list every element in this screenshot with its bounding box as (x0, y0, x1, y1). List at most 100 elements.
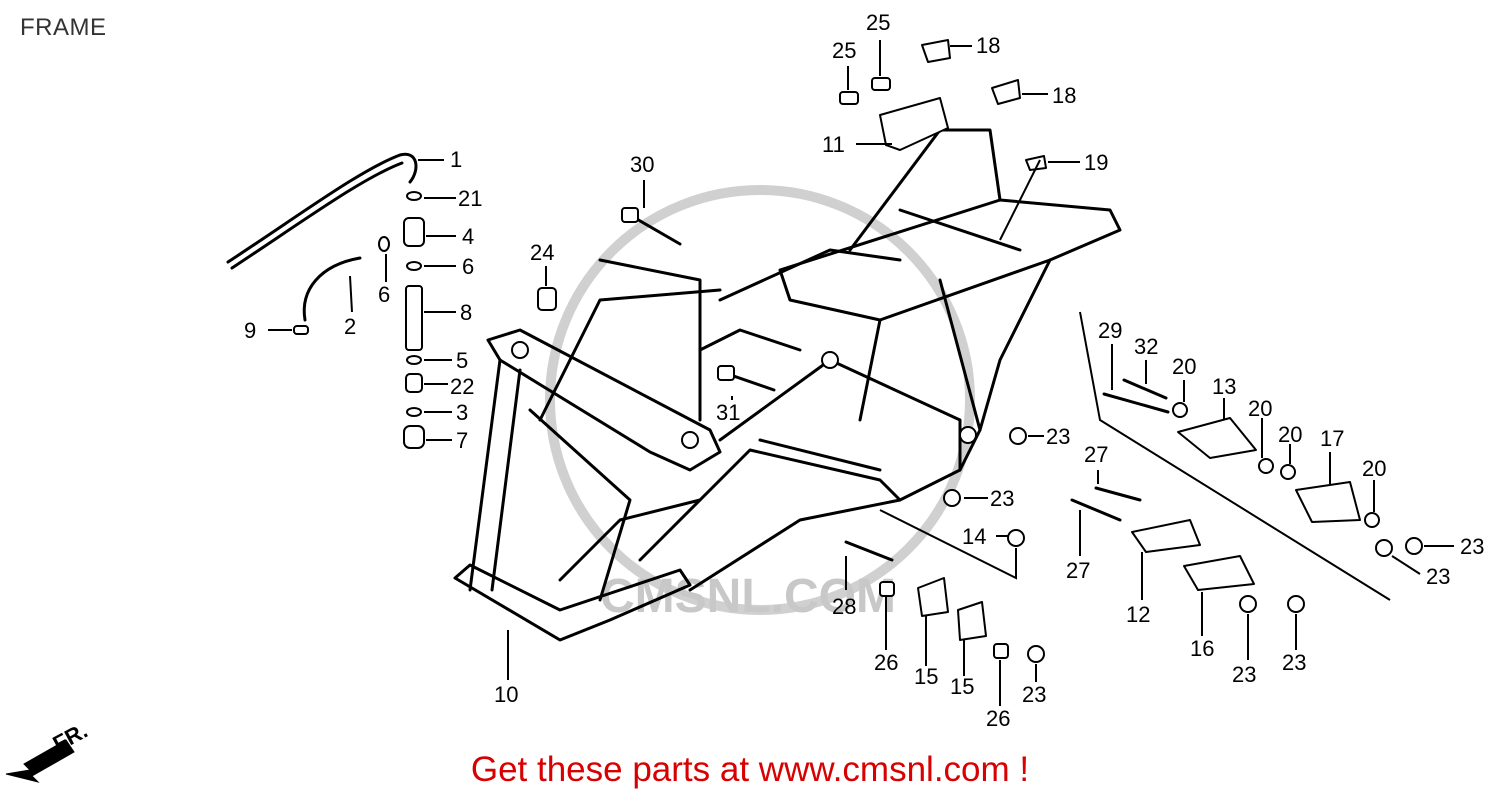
clip-6b (378, 236, 390, 252)
callout-27a: 27 (1084, 442, 1108, 467)
bolt-29 (1102, 392, 1170, 414)
callout-9: 9 (244, 318, 256, 343)
plate-15a (917, 577, 949, 617)
nut-23a (1375, 539, 1393, 557)
callout-5: 5 (456, 348, 468, 373)
callout-20b: 20 (1248, 396, 1272, 421)
hose-assembly (226, 152, 425, 449)
plate-15b (957, 601, 987, 641)
bracket-12 (1131, 519, 1201, 553)
callout-23a: 23 (1046, 424, 1070, 449)
cap-18b (991, 79, 1021, 105)
callout-29: 29 (1098, 318, 1122, 343)
callout-26a: 26 (874, 650, 898, 675)
bracket-16 (1183, 555, 1255, 591)
tube-8 (405, 285, 423, 351)
seat-bracket (848, 128, 1002, 252)
callout-27b: 27 (1066, 558, 1090, 583)
callout-23g: 23 (1022, 682, 1046, 707)
promo-suffix: ! (1009, 750, 1030, 789)
bolt-32 (1122, 378, 1168, 400)
clip-9 (293, 325, 309, 335)
nut-23f (943, 489, 961, 507)
bolt-27a (1094, 486, 1142, 502)
upper-bracket (598, 258, 702, 422)
callout-4: 4 (462, 224, 474, 249)
bolt-25a (839, 91, 859, 105)
callout-19: 19 (1084, 150, 1108, 175)
nut-23c (1239, 595, 1257, 613)
callout-28: 28 (832, 594, 856, 619)
callout-22: 22 (450, 374, 474, 399)
lower-tray (638, 448, 902, 592)
front-crossmember (453, 563, 692, 642)
collar-24 (537, 287, 557, 311)
callout-18b: 18 (1052, 83, 1076, 108)
callout-12: 12 (1126, 602, 1150, 627)
plate-17 (1295, 481, 1361, 523)
washer-20a (1172, 402, 1188, 418)
callout-20d: 20 (1362, 456, 1386, 481)
callout-20a: 20 (1172, 354, 1196, 379)
callout-6b: 6 (378, 282, 390, 307)
promo-link[interactable]: www.cmsnl.com (758, 750, 1010, 789)
nut-23g (1027, 645, 1045, 663)
callout-31: 31 (716, 400, 740, 425)
top-parts (537, 39, 1047, 392)
callout-17: 17 (1320, 426, 1344, 451)
callout-15a: 15 (914, 664, 938, 689)
callout-20c: 20 (1278, 422, 1302, 447)
leader-lines (268, 40, 1454, 706)
nut-23b (1405, 537, 1423, 555)
callout-1: 1 (450, 147, 462, 172)
callout-23d: 23 (1426, 564, 1450, 589)
callout-7: 7 (456, 428, 468, 453)
joint-22 (405, 373, 423, 393)
promo-banner: Get these parts at www.cmsnl.com ! (0, 750, 1500, 790)
promo-prefix: Get these parts at (470, 750, 759, 789)
clip-3 (406, 407, 422, 417)
callout-23f: 23 (1282, 650, 1306, 675)
callout-32: 32 (1134, 334, 1158, 359)
left-upper-rail (486, 328, 722, 472)
callout-23c: 23 (1460, 534, 1484, 559)
callout-11: 11 (822, 132, 845, 157)
callout-6a: 6 (462, 254, 474, 279)
callout-16: 16 (1190, 636, 1214, 661)
bolt-25b (871, 77, 891, 91)
clip-6a (406, 261, 422, 271)
callout-labels: 1 2 3 4 5 6 6 7 8 9 10 11 12 13 14 15 15… (244, 10, 1484, 731)
right-parts (844, 311, 1423, 663)
bracket-11 (879, 97, 949, 151)
washer-20c (1280, 464, 1296, 480)
callout-25b: 25 (866, 10, 890, 35)
callout-15b: 15 (950, 674, 974, 699)
nut-23d (1287, 595, 1305, 613)
label-19 (1025, 155, 1047, 171)
clip-5 (406, 355, 422, 365)
callout-23b: 23 (990, 486, 1014, 511)
callout-25a: 25 (832, 38, 856, 63)
washer-20d (1364, 512, 1380, 528)
callout-23e: 23 (1232, 662, 1256, 687)
nut-23e (1009, 427, 1027, 445)
plate-13 (1177, 417, 1257, 459)
callout-2: 2 (344, 314, 356, 339)
callout-24: 24 (530, 240, 554, 265)
assembly-guide-line (1079, 311, 1391, 601)
bolt-26b (993, 643, 1009, 659)
breather-hose-1 (226, 152, 418, 264)
cap-18a (921, 39, 951, 63)
bolt-27b (1070, 498, 1122, 522)
callout-3: 3 (456, 400, 468, 425)
callout-21: 21 (458, 186, 482, 211)
center-loop (718, 358, 962, 502)
bolt-26a (879, 581, 895, 597)
callout-10: 10 (494, 682, 518, 707)
cap-7 (403, 425, 425, 449)
callout-30: 30 (630, 152, 654, 177)
callout-13: 13 (1212, 374, 1236, 399)
callout-18a: 18 (976, 33, 1000, 58)
